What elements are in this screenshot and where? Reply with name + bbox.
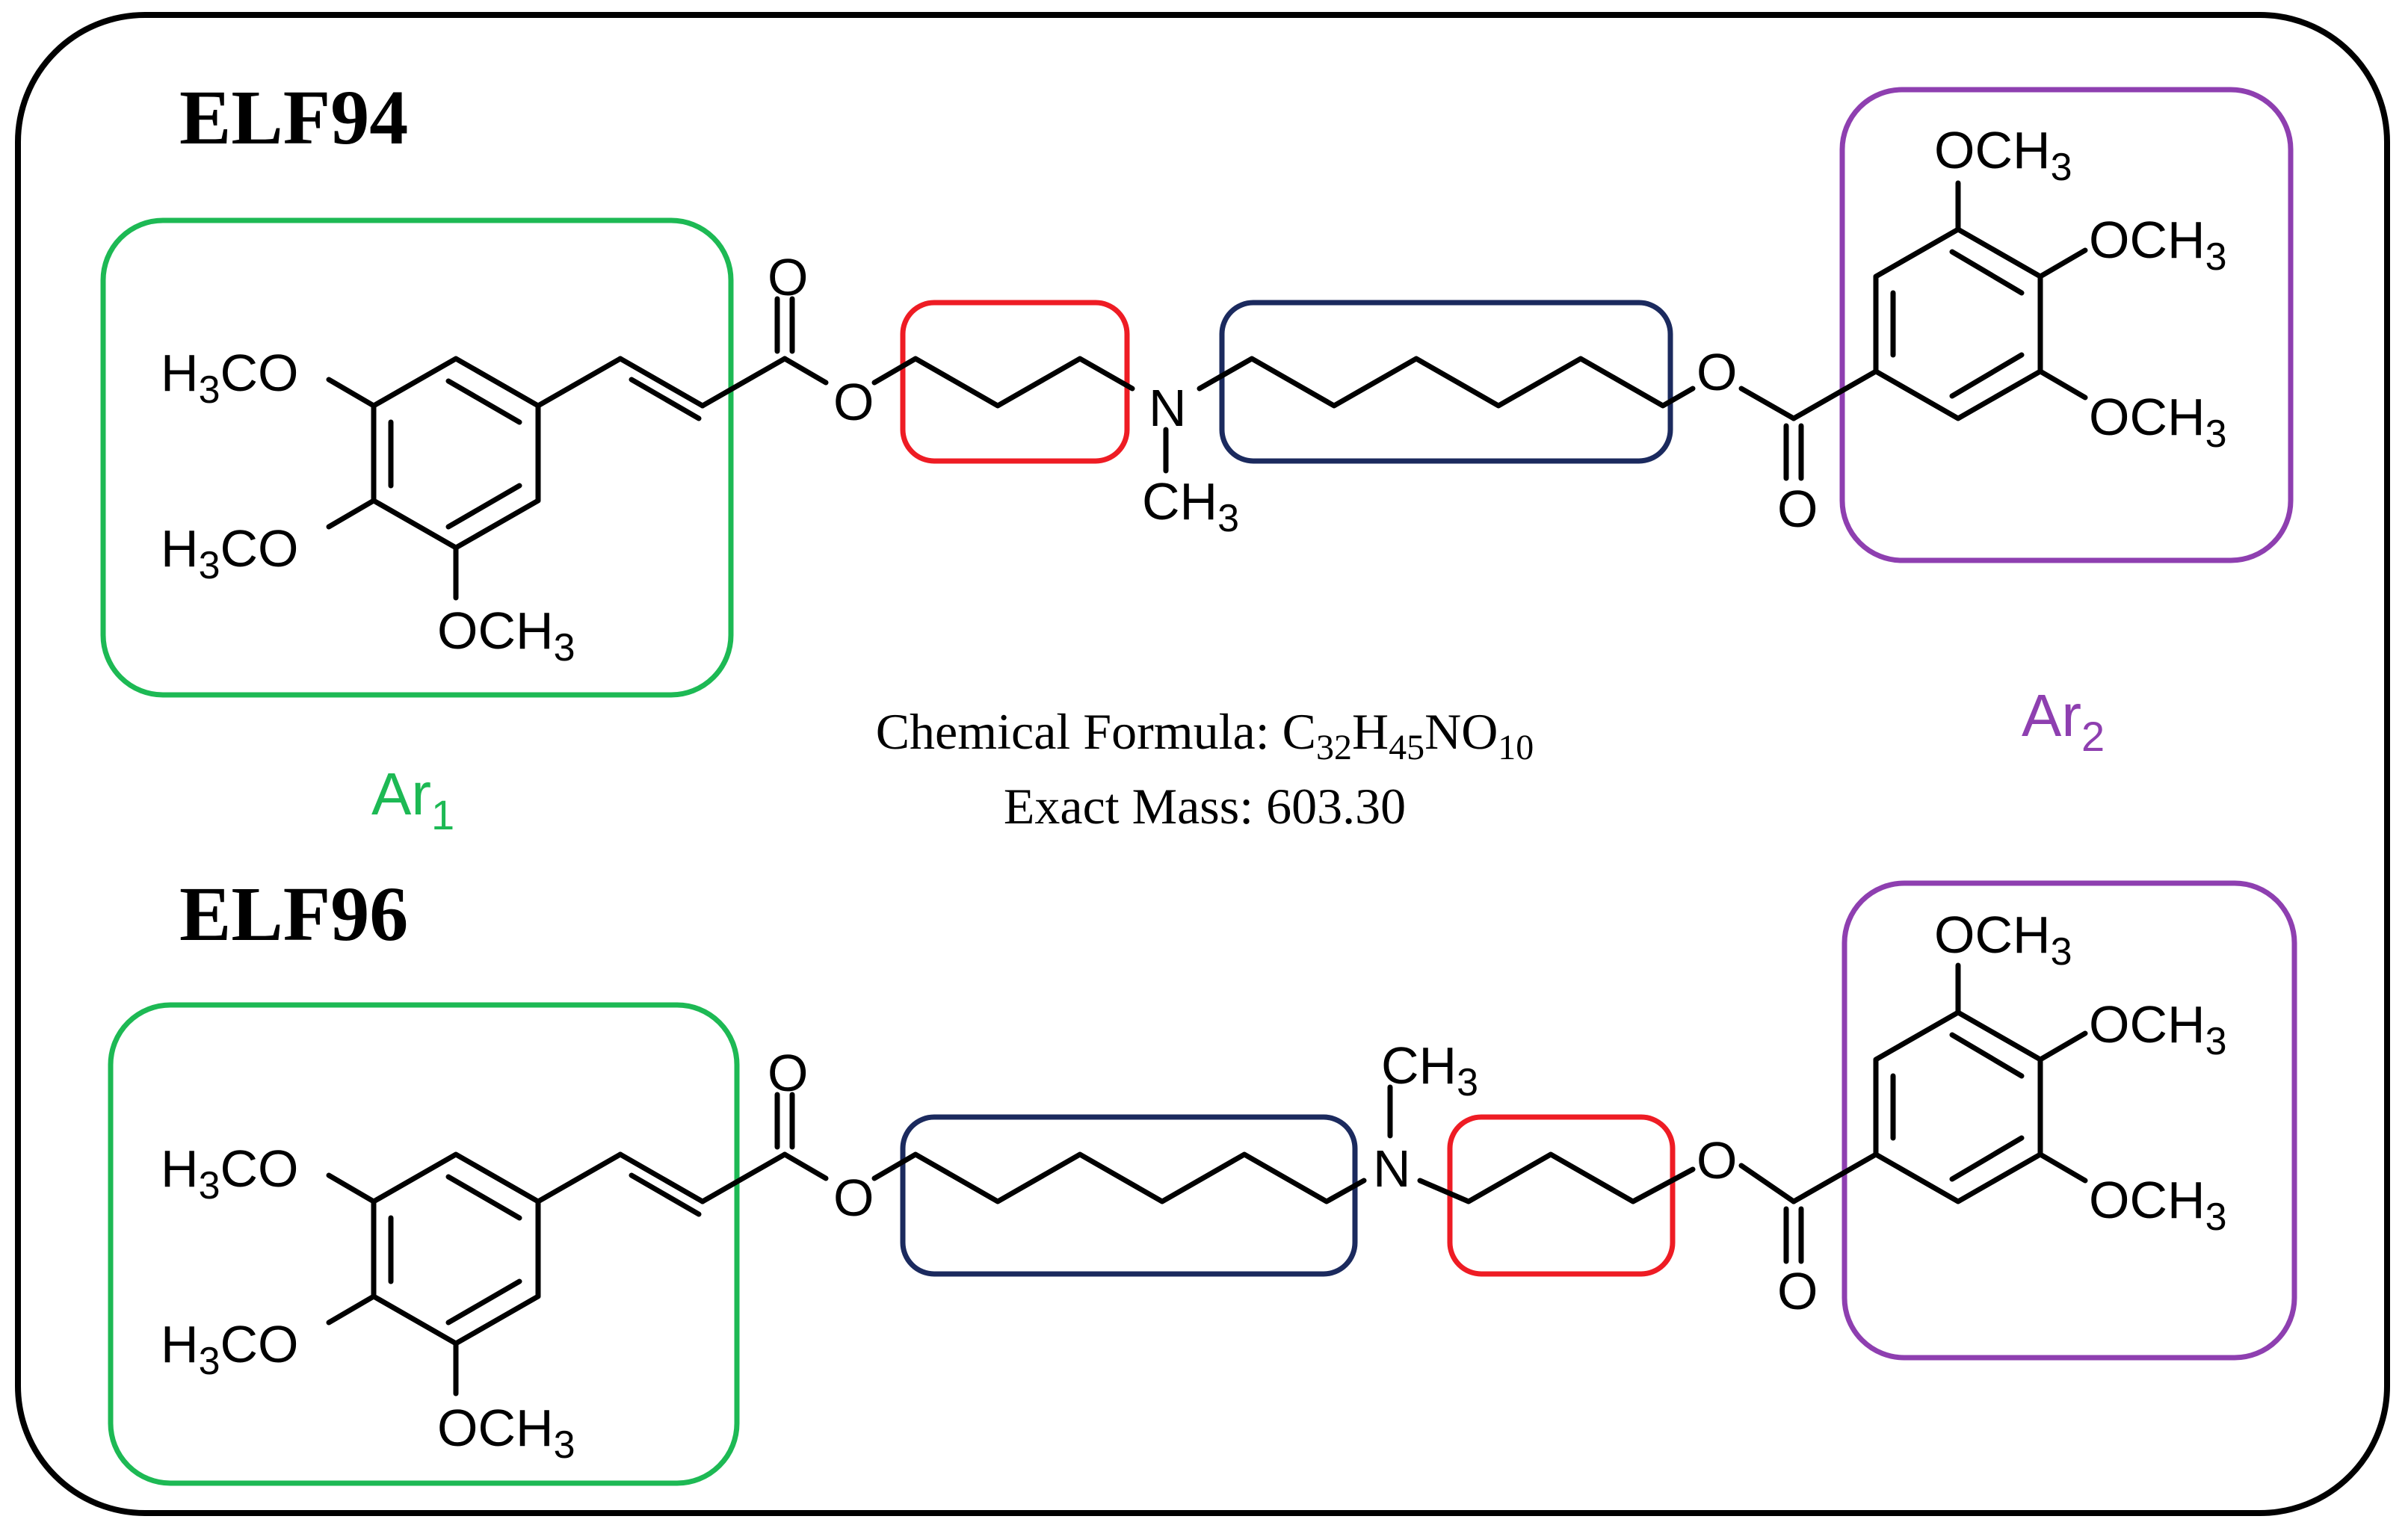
ester-oxygen-2: O — [1697, 343, 1737, 401]
ester-oxygen-2: O — [1697, 1131, 1737, 1190]
compound-name: ELF96 — [179, 871, 408, 957]
ar1-box — [100, 217, 734, 698]
n-methyl: CH3 — [1381, 1036, 1478, 1104]
ester-oxygen-1: O — [833, 373, 874, 431]
ar2-mid-methoxy: OCH3 — [2089, 995, 2226, 1063]
ar1-box — [108, 1002, 740, 1486]
bond-skeleton — [326, 962, 2088, 1397]
ar1-bot-methoxy: OCH3 — [437, 601, 575, 669]
ar1-top-methoxy: H3CO — [161, 1139, 298, 1207]
ar2-box — [1839, 87, 2294, 563]
compound-elf96: ELF96 — [108, 871, 2297, 1486]
n-methyl: CH3 — [1142, 472, 1239, 540]
ar1-mid-methoxy: H3CO — [161, 1315, 298, 1383]
short-chain-box — [900, 300, 1130, 464]
carbonyl-oxygen-1: O — [768, 1044, 808, 1102]
ar1-label: Ar1 — [371, 761, 454, 838]
long-chain-box — [1219, 300, 1673, 464]
ar2-top-methoxy: OCH3 — [1934, 906, 2072, 974]
ar2-top-methoxy: OCH3 — [1934, 121, 2072, 189]
long-chain-box — [900, 1114, 1358, 1277]
carbonyl-oxygen-2: O — [1777, 480, 1818, 538]
ar1-mid-methoxy: H3CO — [161, 519, 298, 587]
ar2-bot-methoxy: OCH3 — [2089, 388, 2226, 456]
ar2-label: Ar2 — [2022, 682, 2105, 760]
carbonyl-oxygen-1: O — [768, 248, 808, 306]
ar2-bot-methoxy: OCH3 — [2089, 1171, 2226, 1239]
ar2-box — [1841, 880, 2297, 1361]
ar1-bot-methoxy: OCH3 — [437, 1399, 575, 1467]
chemical-formula: Chemical Formula: C32H45NO10 — [876, 703, 1534, 767]
nitrogen-atom: N — [1149, 379, 1187, 437]
ar1-top-methoxy: H3CO — [161, 344, 298, 412]
carbonyl-oxygen-2: O — [1777, 1262, 1818, 1320]
compound-elf94: ELF94 — [100, 75, 2294, 698]
ar2-mid-methoxy: OCH3 — [2089, 211, 2226, 279]
nitrogen-atom: N — [1373, 1139, 1411, 1198]
compound-name: ELF94 — [179, 75, 408, 161]
bond-skeleton — [326, 180, 2088, 601]
exact-mass: Exact Mass: 603.30 — [1004, 778, 1406, 835]
ester-oxygen-1: O — [833, 1169, 874, 1227]
outer-frame — [15, 12, 2390, 1516]
